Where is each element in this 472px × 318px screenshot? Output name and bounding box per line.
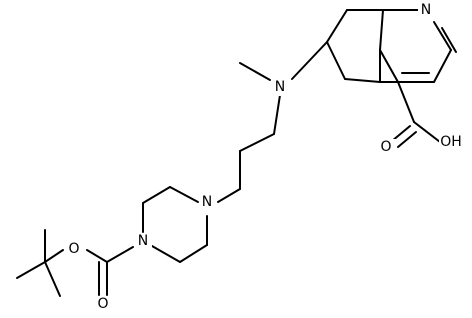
label-background [379, 139, 396, 156]
atom-n-piperazine-upper: N [202, 194, 212, 210]
amine-nitrogen: N [272, 79, 289, 96]
bond [397, 131, 417, 148]
label-background [135, 233, 152, 250]
label-background [66, 241, 83, 258]
bond [86, 249, 108, 263]
atom-n-piperazine-lower: N [138, 233, 148, 249]
label-background [418, 2, 435, 19]
ester-oxygen: O [66, 241, 83, 258]
bond [391, 125, 411, 142]
bond [273, 94, 281, 135]
quinoline-nitrogen: N [418, 2, 435, 19]
atom-o-ester: O [68, 241, 79, 257]
bond [44, 249, 64, 263]
bond [142, 186, 171, 204]
bond [441, 27, 457, 53]
atom-oh-acid: OH [440, 134, 462, 150]
acid-carbonyl-oxygen: O [379, 139, 396, 156]
bond [217, 188, 241, 203]
bond [16, 261, 46, 279]
bond [179, 244, 208, 263]
atom-n-amine: N [275, 79, 285, 95]
label-background [199, 194, 216, 211]
atom-labels: N N N N OH O O O [66, 2, 464, 313]
bond [397, 81, 415, 123]
bond [291, 41, 328, 80]
piperazine-lower-nitrogen: N [135, 233, 152, 250]
bond [169, 186, 199, 203]
label-background [94, 296, 111, 313]
atom-o-carbonyl: O [97, 296, 108, 312]
atom-n-quinoline: N [421, 2, 431, 18]
bond [326, 41, 346, 80]
bond [413, 121, 441, 143]
bond [151, 245, 181, 263]
acid-hydroxyl: OH [439, 134, 464, 151]
bond [344, 78, 381, 83]
bond [239, 133, 275, 152]
bond [433, 21, 452, 51]
bond [106, 246, 134, 263]
ester-carbonyl-oxygen: O [94, 296, 111, 313]
bond [239, 62, 271, 81]
label-background [272, 79, 289, 96]
bond [44, 261, 61, 297]
bond-lines [16, 9, 457, 297]
bond [379, 9, 384, 51]
bond [433, 49, 452, 83]
atom-o-acid: O [380, 139, 391, 155]
label-background [439, 134, 464, 151]
bond [379, 49, 399, 83]
piperazine-upper-nitrogen: N [199, 194, 216, 211]
bond [326, 9, 348, 43]
